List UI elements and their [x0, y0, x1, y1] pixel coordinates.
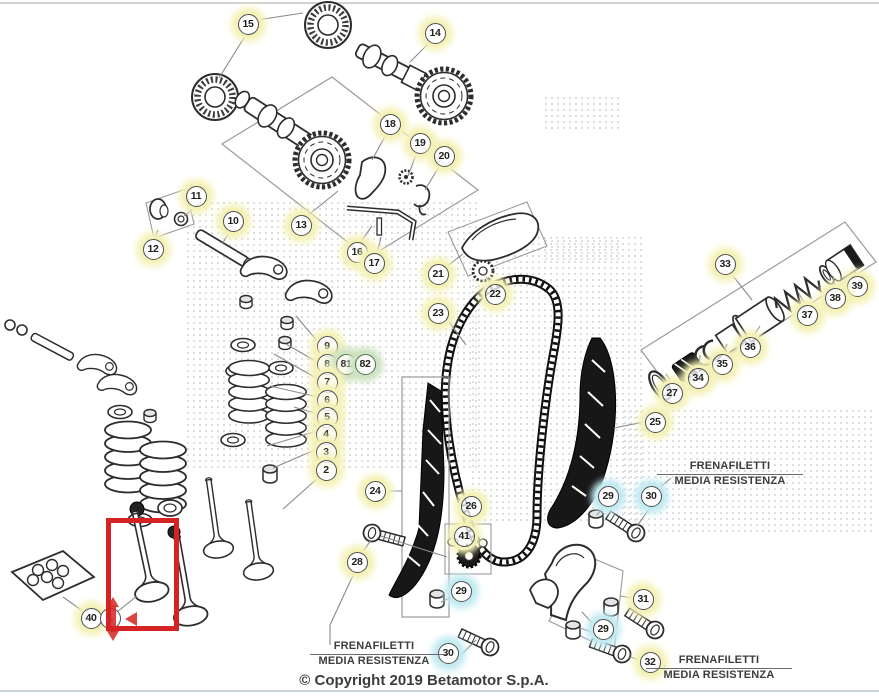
- selection-marker-bar: [111, 606, 116, 632]
- timing-bracket: [346, 205, 417, 241]
- shim-plate: [10, 549, 96, 602]
- threadlocker-note-right-upper: FRENAFILETTI MEDIA RESISTENZA: [657, 460, 803, 487]
- timing-chain: [440, 274, 563, 567]
- callout-10[interactable]: 10: [222, 210, 244, 232]
- callout-81[interactable]: 81: [335, 353, 357, 375]
- callout-11[interactable]: 11: [185, 185, 207, 207]
- selection-box[interactable]: [106, 518, 179, 631]
- callout-17[interactable]: 17: [363, 252, 385, 274]
- callout-39[interactable]: 39: [846, 275, 868, 297]
- note-line1: FRENAFILETTI: [333, 640, 415, 652]
- callout-14[interactable]: 14: [424, 22, 446, 44]
- chain-guide-front: [388, 376, 450, 618]
- camshaft-intake: [220, 76, 480, 259]
- callout-18[interactable]: 18: [379, 113, 401, 135]
- callout-37[interactable]: 37: [796, 304, 818, 326]
- chain-tensioner-pad: [447, 201, 548, 283]
- selection-arrow-down-icon: [107, 631, 119, 641]
- callout-41[interactable]: 41: [453, 525, 475, 547]
- selection-arrow-up-icon: [107, 597, 119, 607]
- callout-30[interactable]: 30: [437, 642, 459, 664]
- chain-guide-rear: [547, 337, 617, 529]
- callout-35[interactable]: 35: [711, 353, 733, 375]
- callout-27[interactable]: 27: [661, 382, 683, 404]
- callout-33[interactable]: 33: [714, 253, 736, 275]
- callout-25[interactable]: 25: [644, 411, 666, 433]
- callout-7[interactable]: 7: [316, 371, 338, 393]
- callout-29-2[interactable]: 29: [597, 485, 619, 507]
- callout-82[interactable]: 82: [354, 353, 376, 375]
- callout-12[interactable]: 12: [142, 238, 164, 260]
- selection-arrow-left-icon: [125, 612, 137, 626]
- callout-13[interactable]: 13: [290, 214, 312, 236]
- callout-36[interactable]: 36: [739, 336, 761, 358]
- note-underline: [646, 667, 792, 669]
- callout-38[interactable]: 38: [824, 287, 846, 309]
- note-line2: MEDIA RESISTENZA: [663, 668, 775, 681]
- top-border: [0, 2, 879, 4]
- decompressor-parts: [354, 156, 431, 216]
- note-line2: MEDIA RESISTENZA: [318, 654, 430, 667]
- callout-23[interactable]: 23: [427, 302, 449, 324]
- note-underline: [310, 653, 446, 655]
- callout-21[interactable]: 21: [427, 263, 449, 285]
- camshaft-exhaust: [354, 43, 471, 123]
- tensioner-assembly: [640, 221, 877, 401]
- callout-32[interactable]: 32: [639, 651, 661, 673]
- callout-20[interactable]: 20: [433, 145, 455, 167]
- cam-sprocket-small: [444, 523, 492, 575]
- callout-6[interactable]: 6: [316, 389, 338, 411]
- bottom-border: [0, 690, 879, 692]
- threadlocker-note-bottom-center: FRENAFILETTI MEDIA RESISTENZA: [310, 640, 446, 667]
- callout-2[interactable]: 2: [315, 459, 337, 481]
- threadlocker-note-right-lower: FRENAFILETTI MEDIA RESISTENZA: [646, 654, 792, 681]
- rocker-shaft-assembly: [145, 188, 336, 310]
- chain-guard-bracket: [529, 543, 624, 653]
- callout-22[interactable]: 22: [484, 283, 506, 305]
- note-line1: FRENAFILETTI: [689, 460, 771, 472]
- note-line2: MEDIA RESISTENZA: [674, 474, 786, 487]
- callout-24[interactable]: 24: [364, 480, 386, 502]
- copyright-text: © Copyright 2019 Betamotor S.p.A.: [299, 672, 549, 689]
- callout-31[interactable]: 31: [632, 588, 654, 610]
- callout-28[interactable]: 28: [346, 551, 368, 573]
- callout-29-3[interactable]: 29: [592, 618, 614, 640]
- callout-15[interactable]: 15: [237, 13, 259, 35]
- note-underline: [657, 473, 803, 475]
- note-line1: FRENAFILETTI: [678, 654, 760, 666]
- callout-30-2[interactable]: 30: [640, 485, 662, 507]
- callout-34[interactable]: 34: [687, 367, 709, 389]
- callout-26[interactable]: 26: [460, 495, 482, 517]
- callout-16[interactable]: 16: [346, 241, 368, 263]
- callout-29[interactable]: 29: [450, 580, 472, 602]
- callout-40[interactable]: 40: [80, 607, 102, 629]
- callout-19[interactable]: 19: [409, 132, 431, 154]
